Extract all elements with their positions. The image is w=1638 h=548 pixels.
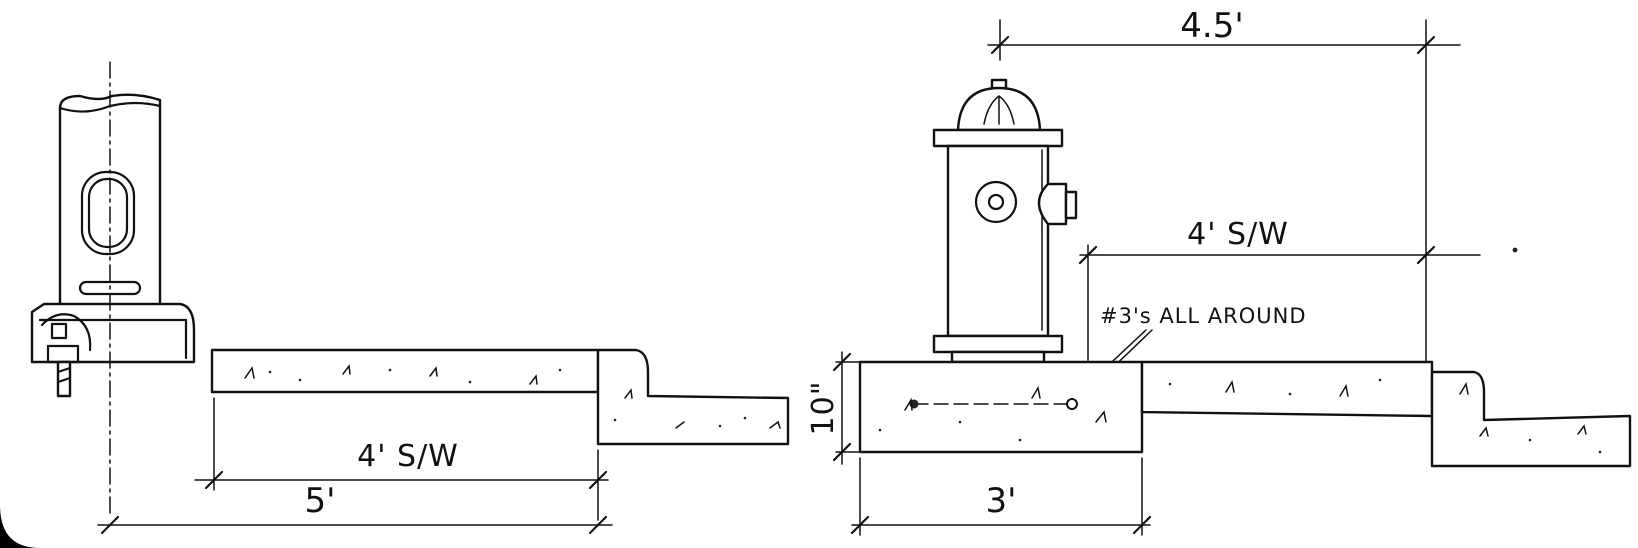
slab-width-dimension: 3' <box>850 457 1152 536</box>
slab-width-label: 3' <box>986 481 1017 521</box>
hydrant-concrete-pad <box>858 360 1144 454</box>
left-concrete-texture <box>244 364 781 429</box>
rebar-dot-right <box>1066 398 1078 410</box>
right-hydrant-elevation <box>932 78 1078 364</box>
right-offset-dimension: 4.5' <box>987 6 1461 381</box>
left-hydrant-base-inner <box>38 318 188 360</box>
left-hydrant-side-view <box>30 93 196 398</box>
right-detail: 4.5' 4' S/W #3's ALL AROUND <box>806 6 1632 536</box>
left-sidewalk-dimension: 4' S/W <box>194 397 609 521</box>
left-detail: 4' S/W 5' <box>30 61 790 535</box>
left-hydrant-window-inner <box>87 177 129 249</box>
scan-corner <box>0 505 40 548</box>
slab-thickness-dimension: 10" <box>806 351 861 465</box>
left-offset-dimension: 5' <box>97 481 613 535</box>
right-sidewalk-dimension: 4' S/W <box>1078 217 1481 361</box>
left-hydrant-valve-arc <box>40 313 92 352</box>
left-hydrant-window-outer <box>80 170 136 256</box>
left-hydrant-base <box>30 302 196 364</box>
right-hydrant-outlet-cap <box>974 180 1018 224</box>
right-sidewalk-slab <box>1140 360 1434 418</box>
left-curb-gutter <box>596 348 790 446</box>
right-sidewalk-dimension-label: 4' S/W <box>1187 217 1289 252</box>
right-hydrant-barrel <box>946 144 1050 338</box>
right-concrete-texture <box>878 247 1602 454</box>
right-offset-dimension-label: 4.5' <box>1180 6 1243 46</box>
right-hydrant-side-nozzle <box>1037 182 1068 226</box>
left-offset-dimension-label: 5' <box>305 481 336 521</box>
right-hydrant-bottom-flange <box>932 334 1064 354</box>
left-hydrant-valve-nut <box>50 322 68 340</box>
slab-thickness-label: 10" <box>806 381 841 436</box>
left-sidewalk-dimension-label: 4' S/W <box>357 439 459 474</box>
right-hydrant-top-flange <box>932 128 1064 148</box>
rebar-note: #3's ALL AROUND <box>1100 304 1307 328</box>
right-curb-gutter <box>1430 370 1632 468</box>
